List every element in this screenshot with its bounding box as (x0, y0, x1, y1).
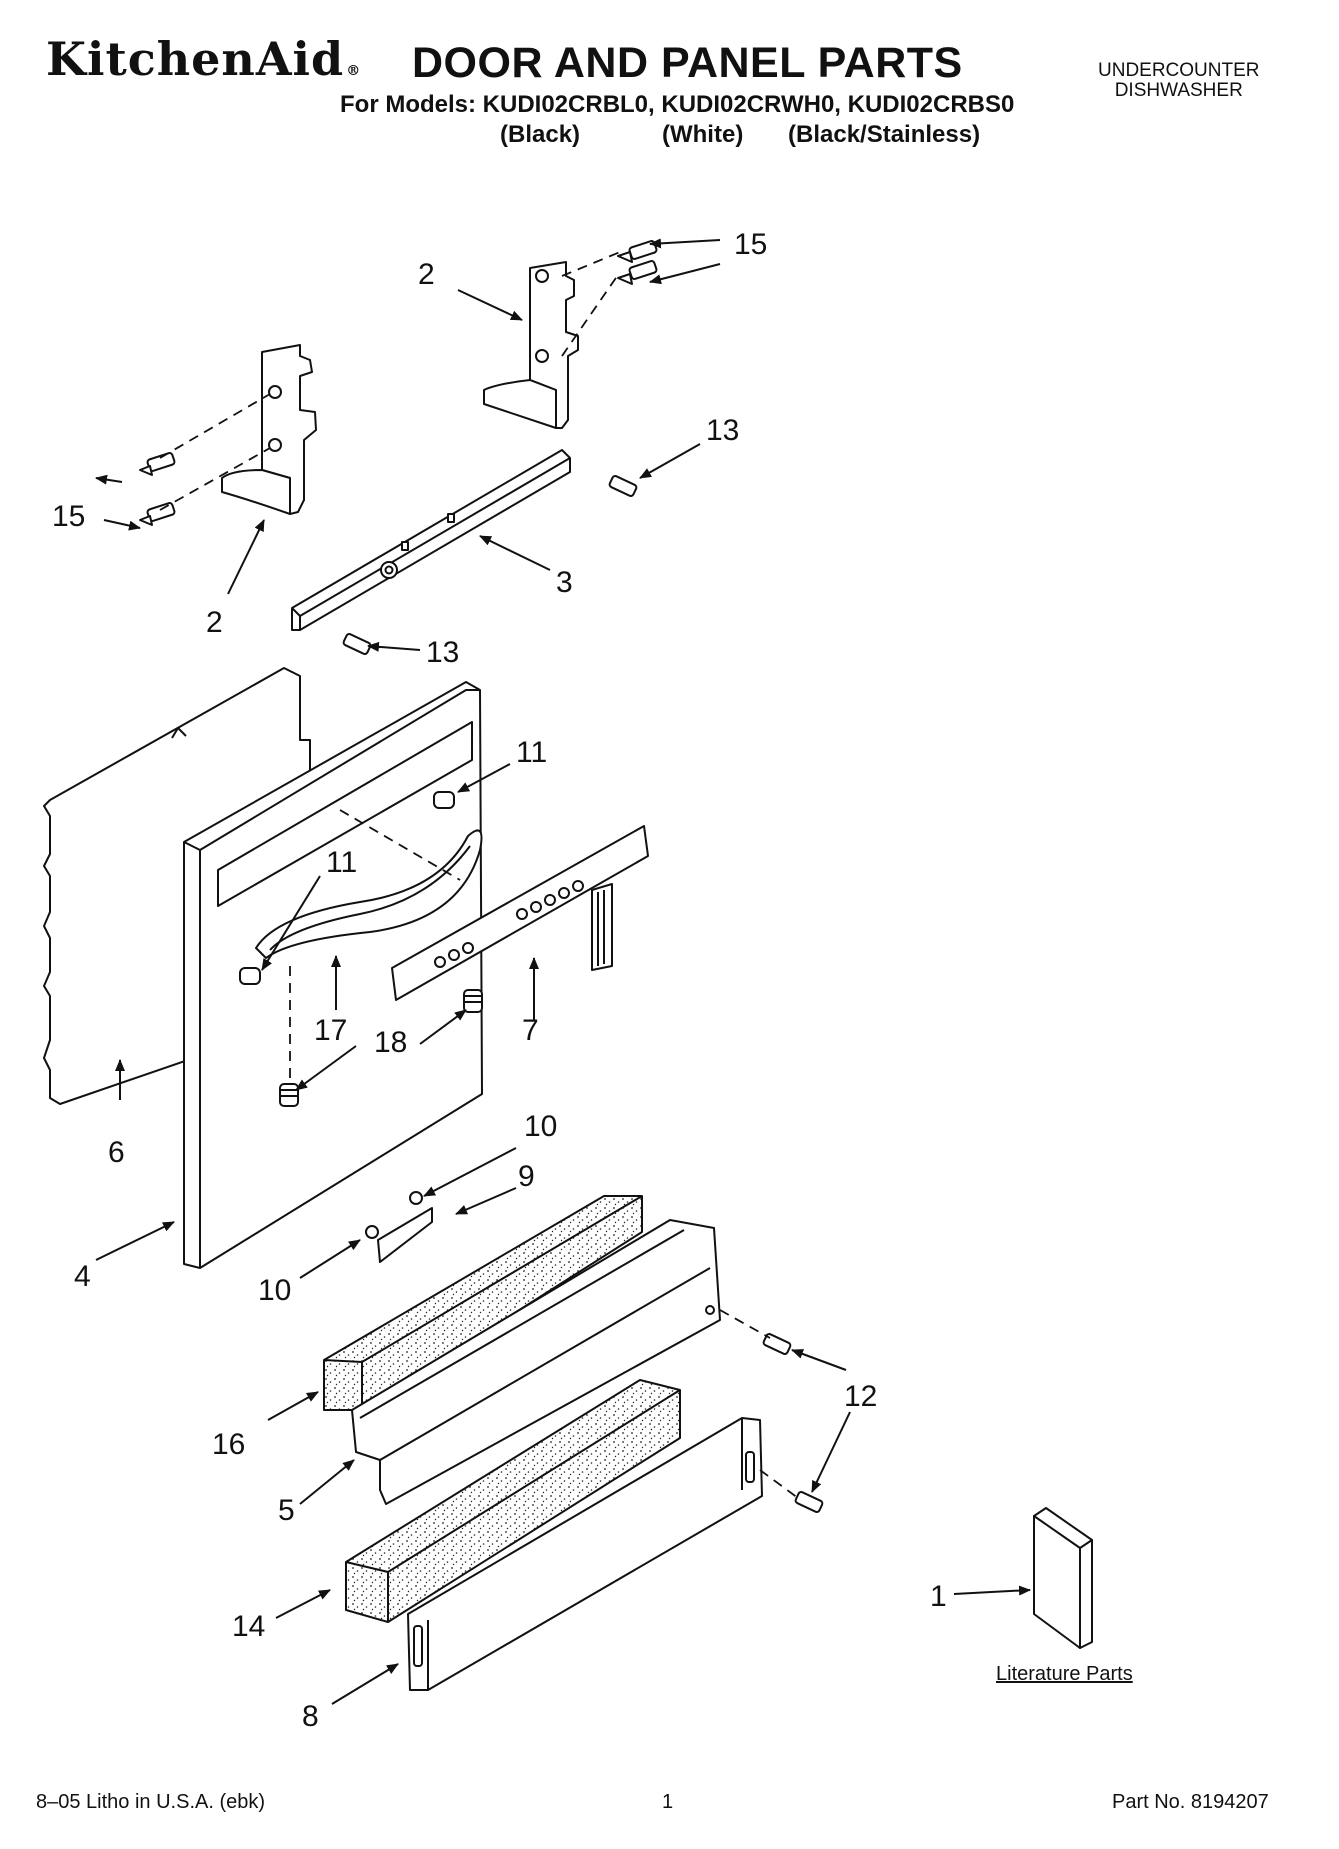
callout-3: 3 (556, 566, 573, 599)
callout-8: 8 (302, 1700, 319, 1733)
callout-13-bottom: 13 (426, 636, 459, 669)
handle-spacer-11-b (239, 967, 261, 985)
appliance-type-line1: UNDERCOUNTER (1098, 60, 1260, 81)
callout-11-left: 11 (326, 846, 357, 879)
callout-10-bottom: 10 (258, 1274, 291, 1307)
brace-screw-13-a (608, 475, 638, 497)
door-brace (291, 449, 571, 631)
hinge-screw-15-c (139, 452, 176, 476)
toe-panel (351, 1219, 721, 1505)
callout-7: 7 (522, 1014, 539, 1047)
finish-white: (White) (662, 121, 744, 148)
door-outer-panel (183, 681, 483, 1269)
finish-black: (Black) (500, 121, 581, 148)
hinge-bracket-right (483, 261, 579, 429)
handle-insert-18-a (463, 989, 483, 1013)
toe-panel-screw-12-a (762, 1333, 792, 1355)
hinge-bracket-left (221, 344, 317, 515)
callout-9: 9 (518, 1160, 535, 1193)
finish-black-stainless: (Black/Stainless) (788, 121, 981, 148)
assembly-lines (159, 251, 799, 1499)
callout-12: 12 (844, 1380, 877, 1413)
litho-note: 8–05 Litho in U.S.A. (ebk) (36, 1791, 266, 1813)
door-handle (255, 829, 483, 959)
part-number: Part No. 8194207 (1112, 1791, 1269, 1813)
callout-2-top: 2 (418, 258, 435, 291)
toe-kick-trim (407, 1417, 763, 1691)
leader-arrows (95, 238, 1031, 1705)
nameplate-badge (377, 1207, 433, 1263)
brand-name: KitchenAid (46, 32, 345, 86)
page-number: 1 (662, 1791, 674, 1813)
callout-16: 16 (212, 1428, 245, 1461)
handle-insert-18-b (279, 1083, 299, 1107)
brace-screw-13-b (342, 633, 372, 655)
callout-4: 4 (74, 1260, 91, 1293)
literature-parts-label: Literature Parts (996, 1663, 1133, 1685)
hinge-screw-15-d (139, 502, 176, 526)
literature-parts (1033, 1507, 1093, 1649)
callout-17: 17 (314, 1014, 347, 1047)
callout-6: 6 (108, 1136, 125, 1169)
callout-13-right: 13 (706, 414, 739, 447)
appliance-type: UNDERCOUNTER DISHWASHER (1098, 61, 1260, 101)
toe-panel-screw-12-b (794, 1491, 824, 1513)
callout-1: 1 (930, 1580, 947, 1613)
callout-15-top: 15 (734, 228, 767, 261)
appliance-type-line2: DISHWASHER (1114, 79, 1243, 101)
models-line: For Models: KUDI02CRBL0, KUDI02CRWH0, KU… (340, 91, 1015, 118)
handle-spacer-11-a (433, 791, 455, 809)
badge-nut-10-a (409, 1191, 423, 1205)
callout-2-left: 2 (206, 606, 223, 639)
insulation-strip-16 (323, 1195, 643, 1411)
hinge-screw-15-b (617, 260, 658, 285)
callout-10-top: 10 (524, 1110, 557, 1143)
page-title: DOOR AND PANEL PARTS (412, 39, 963, 87)
callout-11-right: 11 (516, 736, 547, 769)
callout-14: 14 (232, 1610, 265, 1643)
registered-mark: ® (346, 63, 362, 79)
brand-logo: KitchenAid® (46, 36, 361, 82)
badge-nut-10-b (365, 1225, 379, 1239)
insulation-block-14 (345, 1379, 681, 1623)
control-panel-overlay (391, 825, 649, 1001)
callout-18: 18 (374, 1026, 407, 1059)
callout-5: 5 (278, 1494, 295, 1527)
callout-15-left: 15 (52, 500, 85, 533)
